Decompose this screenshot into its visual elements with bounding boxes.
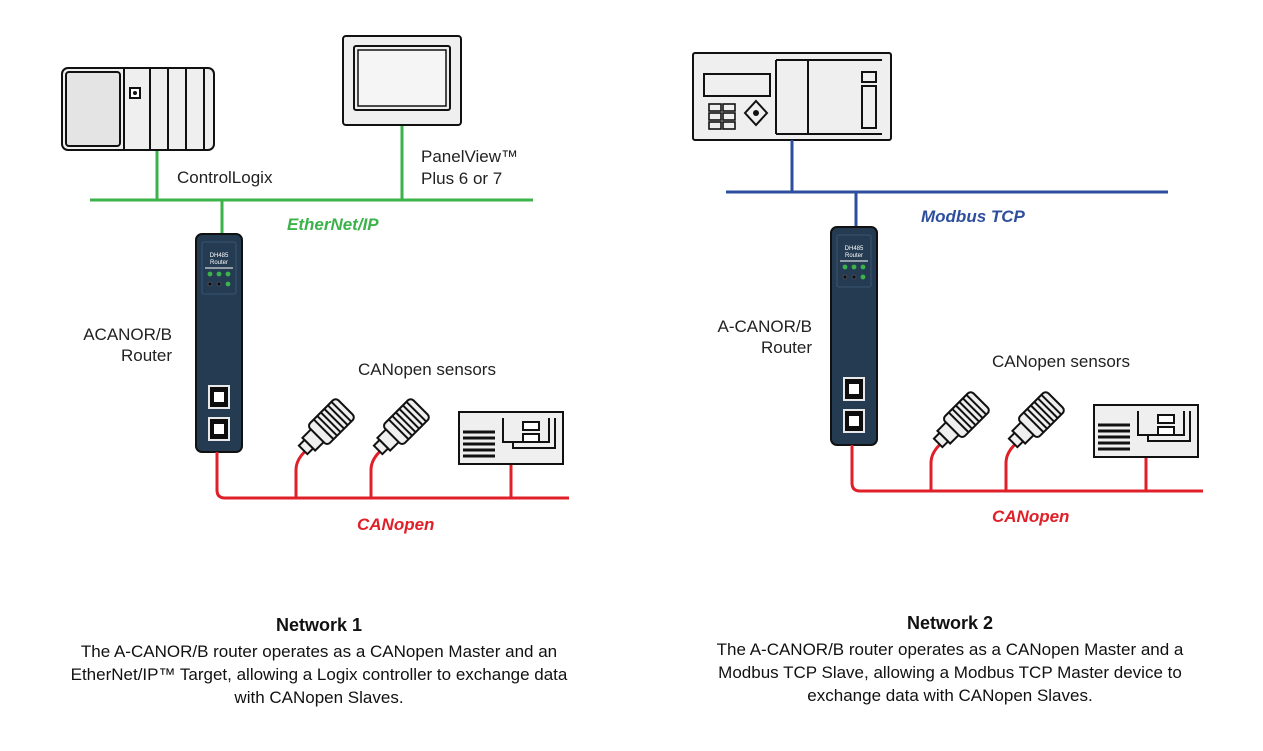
sensor-1b-cable xyxy=(369,446,385,498)
router-1-device-icon: DH485 Router xyxy=(195,233,243,453)
network-2-description: The A-CANOR/B router operates as a CANop… xyxy=(716,640,1184,705)
router-2-faceplate-line2: Router xyxy=(845,253,863,259)
network-2-title: Network 2 xyxy=(906,613,994,633)
panelview-label-line2: Plus 6 or 7 xyxy=(421,169,502,188)
canopen-io-module-icon xyxy=(1092,403,1200,459)
network-2-caption: Network 2 The A-CANOR/B router operates … xyxy=(690,613,1210,707)
router-2-label-line1: A-CANOR/B xyxy=(718,317,812,336)
panelview-label-line1: PanelView™ xyxy=(421,147,518,166)
router-2-faceplate-line1: DH485 xyxy=(845,246,864,252)
modbus-tcp-label: Modbus TCP xyxy=(921,207,1026,226)
router-1-label-line2: Router xyxy=(121,346,172,365)
router-1-faceplate-line2: Router xyxy=(210,260,228,266)
network-1-description: The A-CANOR/B router operates as a CANop… xyxy=(70,642,568,707)
ethernet-ip-label: EtherNet/IP xyxy=(287,215,379,234)
sensors-label-2: CANopen sensors xyxy=(992,352,1130,371)
sensor-2a-cable xyxy=(929,439,945,491)
canopen-io-module-icon xyxy=(457,410,565,466)
network-2-diagram: Modbus TCP DH485 Router A-CANOR/B Router xyxy=(692,52,1203,526)
sensor-1a-cable xyxy=(294,446,310,498)
network-1-caption: Network 1 The A-CANOR/B router operates … xyxy=(59,615,579,709)
sensor-2b-cable xyxy=(1004,439,1020,491)
network-1-title: Network 1 xyxy=(275,615,363,635)
canopen-bus-2 xyxy=(850,445,1203,493)
router-2-device-icon: DH485 Router xyxy=(830,226,878,446)
modbus-master-device-icon xyxy=(692,52,892,141)
canopen-sensor-icon xyxy=(1002,389,1067,454)
controllogix-label: ControlLogix xyxy=(177,168,273,187)
controllogix-chassis-icon xyxy=(61,67,215,151)
canopen-label-2: CANopen xyxy=(992,507,1069,526)
panelview-terminal-icon xyxy=(342,35,462,126)
router-2-label-line2: Router xyxy=(761,338,812,357)
router-1-label-line1: ACANOR/B xyxy=(83,325,172,344)
canopen-bus-1 xyxy=(215,452,569,500)
sensors-label-1: CANopen sensors xyxy=(358,360,496,379)
network-1-diagram: ControlLogix PanelView™ Plus 6 or 7 Ethe… xyxy=(61,35,569,534)
canopen-sensor-icon xyxy=(927,389,992,454)
canopen-label-1: CANopen xyxy=(357,515,434,534)
router-1-faceplate-line1: DH485 xyxy=(210,253,229,259)
network-diagram: ControlLogix PanelView™ Plus 6 or 7 Ethe… xyxy=(61,35,1203,534)
canopen-sensor-icon xyxy=(292,396,357,461)
canopen-sensor-icon xyxy=(367,396,432,461)
